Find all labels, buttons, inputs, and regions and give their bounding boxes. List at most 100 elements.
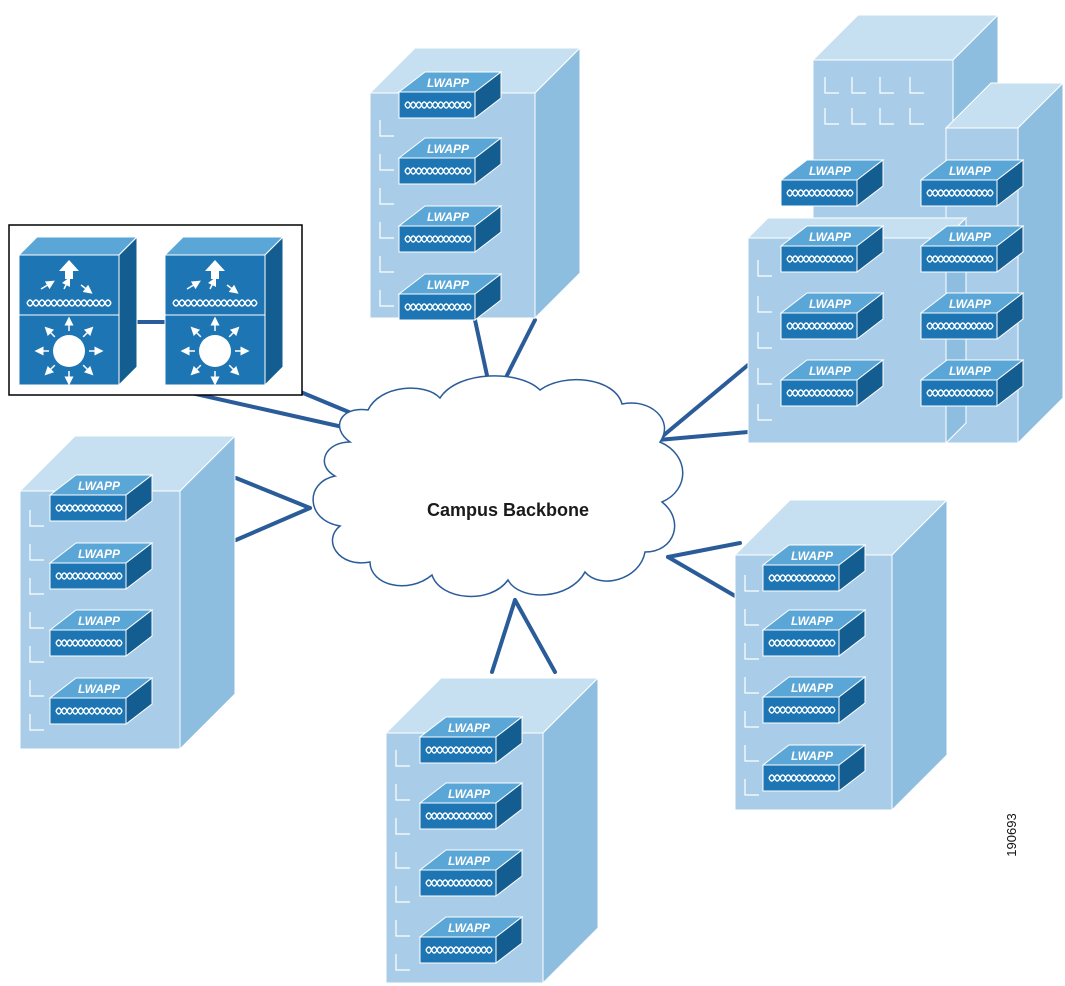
window-line [757,368,772,385]
ap-front [398,293,476,321]
ap-label: LWAPP [791,681,834,695]
access-point-icon: LWAPP [418,848,524,898]
ap-label: LWAPP [809,364,852,378]
window-line [29,510,44,527]
ap-wave [425,746,493,754]
window-line [824,108,839,125]
ap-front [419,802,497,830]
arrow-icon [80,284,93,294]
window-line [29,578,44,595]
building-side [1017,81,1064,445]
ap-label: LWAPP [427,142,470,156]
ap-label: LWAPP [427,278,470,292]
access-point-icon: LWAPP [761,675,867,725]
access-point-icon: LWAPP [418,715,524,765]
ap-front [398,157,476,185]
window-line [29,544,44,561]
ap-label: LWAPP [791,749,834,763]
ap-wave [404,101,472,109]
up-arrow-icon [59,260,79,279]
building-side [534,46,581,320]
access-point-icon: LWAPP [919,158,1025,208]
ap-front [780,245,858,273]
switch-top [17,236,139,256]
building-side [179,434,236,751]
ap-wave [768,706,836,714]
buildings-layer: LWAPP LWAPP LWAPP LWAPP LWAPP LWAPP LWAPP LWAPP… [18,13,1065,985]
radiating-arrow-icon [82,326,94,338]
window-line [744,779,759,796]
ap-label: LWAPP [448,787,491,801]
window-line [851,77,866,94]
ap-wave [404,167,472,175]
switch-side [264,235,284,387]
switch-wave [172,299,258,307]
ap-label: LWAPP [791,549,834,563]
up-arrow-icon [205,260,225,279]
ap-label: LWAPP [78,547,121,561]
arrow-icon [40,280,55,290]
ap-front [762,629,840,657]
ap-label: LWAPP [809,230,852,244]
window-line [909,108,924,125]
window-line [757,260,772,277]
window-line [379,188,394,205]
radiating-arrow-icon [82,364,94,376]
ap-label: LWAPP [78,614,121,628]
arrow-icon [207,276,217,290]
ap-front [762,564,840,592]
window-line [395,750,410,767]
radiating-arrow-icon [44,364,56,376]
switch-top [163,236,285,256]
access-point-icon: LWAPP [761,743,867,793]
ap-wave [786,389,854,397]
window-line [744,745,759,762]
ap-front [920,312,998,340]
ap-front [419,936,497,964]
network-link [666,555,744,602]
ap-wave [926,389,994,397]
switch-wave [26,299,112,307]
access-point-icon: LWAPP [779,158,885,208]
network-link [490,598,517,674]
ap-wave [55,707,123,715]
access-point-icon: LWAPP [48,473,154,523]
access-point-icon: LWAPP [397,70,503,120]
network-link [656,363,750,442]
ap-label: LWAPP [448,854,491,868]
access-point-icon: LWAPP [397,272,503,322]
access-point-icon: LWAPP [779,358,885,408]
access-point-icon: LWAPP [761,543,867,593]
ap-front [920,245,998,273]
network-link [513,598,557,674]
ap-label: LWAPP [949,364,992,378]
switch-side [118,235,138,387]
routing-circle-icon [199,335,231,367]
routing-circle-icon [53,335,85,367]
window-line [879,108,894,125]
ap-front [780,312,858,340]
ap-front [49,629,127,657]
window-line [744,677,759,694]
window-line [395,818,410,835]
building-side [891,498,948,812]
ap-front [762,696,840,724]
access-point-icon: LWAPP [418,915,524,965]
ap-wave [926,189,994,197]
access-point-icon: LWAPP [397,136,503,186]
window-line [29,646,44,663]
window-line [379,290,394,307]
window-line [379,154,394,171]
access-point-icon: LWAPP [418,781,524,831]
ap-wave [768,774,836,782]
ap-wave [404,303,472,311]
access-point-icon: LWAPP [397,204,503,254]
ap-wave [926,322,994,330]
ap-wave [425,946,493,954]
access-point-icon: LWAPP [919,358,1025,408]
radiating-arrow-icon [190,326,202,338]
ap-wave [55,639,123,647]
ap-front [398,91,476,119]
arrow-icon [61,276,71,290]
ap-label: LWAPP [448,921,491,935]
